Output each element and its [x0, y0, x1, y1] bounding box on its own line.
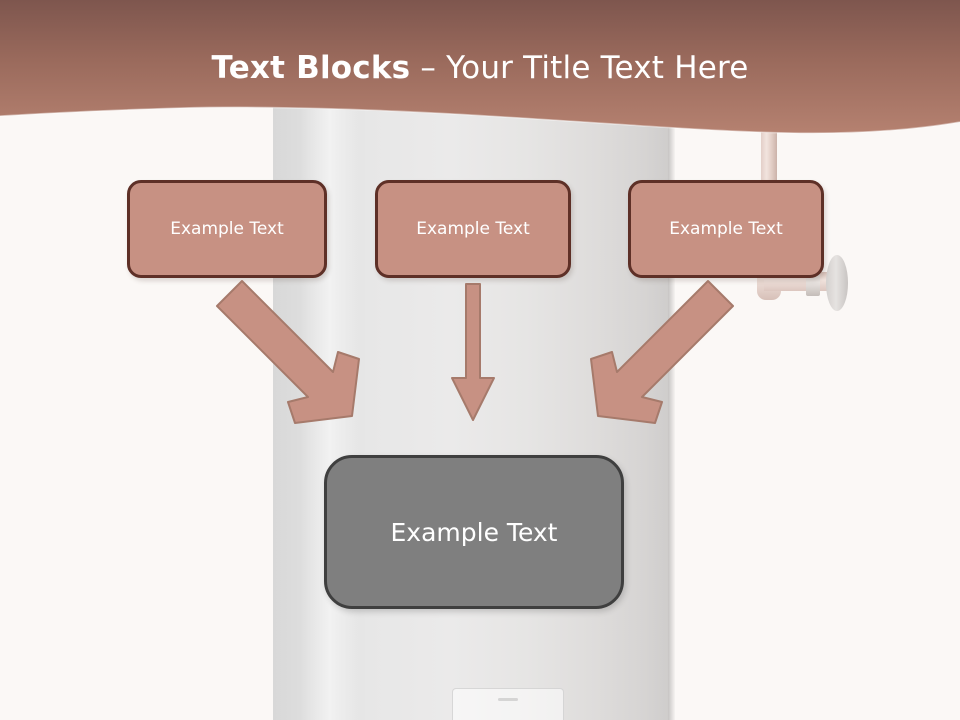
page-title-rest: Your Title Text Here	[446, 50, 749, 86]
page-title-separator: –	[410, 50, 447, 86]
banner-wave-shape	[0, 0, 960, 134]
tank-label-plate	[452, 688, 564, 720]
text-block-2-label: Example Text	[416, 219, 530, 239]
text-block-3[interactable]: Example Text	[628, 180, 824, 278]
arrow-diagonal-down-left-icon	[590, 280, 734, 424]
arrow-diagonal-down-right-icon	[216, 280, 360, 424]
text-block-3-label: Example Text	[669, 219, 783, 239]
text-block-2[interactable]: Example Text	[375, 180, 571, 278]
text-block-1-label: Example Text	[170, 219, 284, 239]
text-block-1[interactable]: Example Text	[127, 180, 327, 278]
tank-label-text-line	[498, 698, 518, 701]
result-text-block-label: Example Text	[390, 517, 558, 547]
page-title: Text Blocks – Your Title Text Here	[0, 50, 960, 86]
result-text-block[interactable]: Example Text	[324, 455, 624, 609]
pipe-flange	[826, 255, 848, 311]
arrow-down-icon	[451, 283, 495, 421]
title-banner: Text Blocks – Your Title Text Here	[0, 0, 960, 145]
page-title-bold: Text Blocks	[211, 50, 411, 86]
